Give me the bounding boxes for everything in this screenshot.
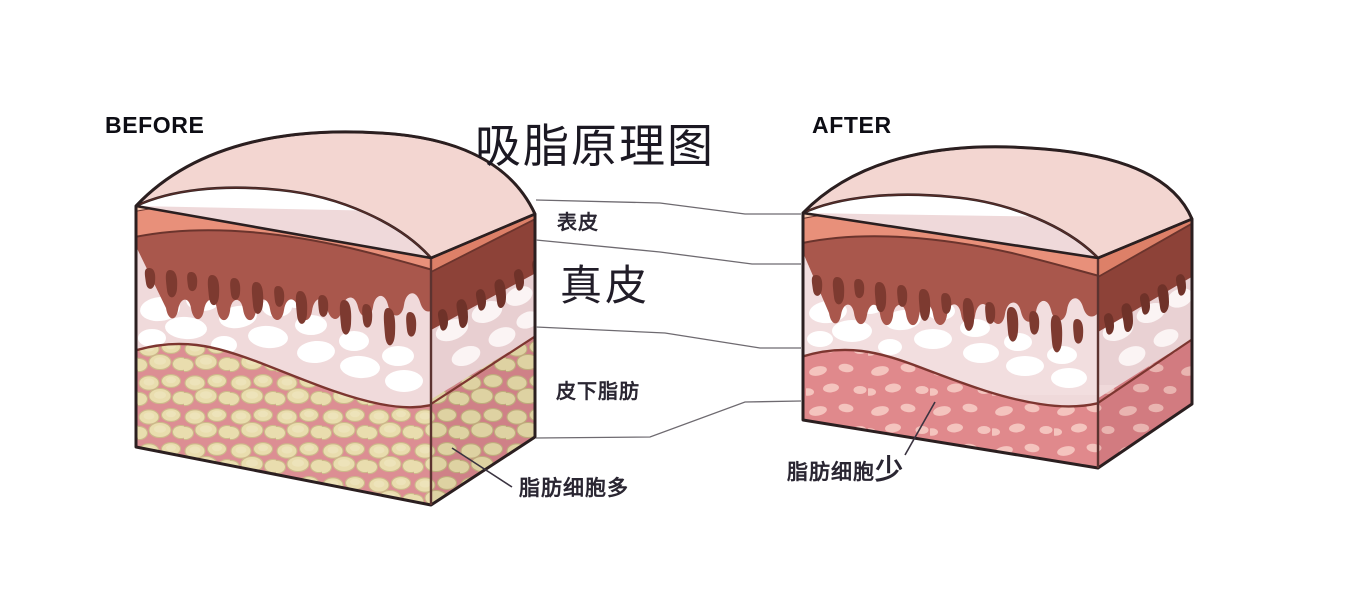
- label-dermis: 真皮: [560, 261, 651, 310]
- diagram-title: 吸脂原理图: [475, 119, 715, 173]
- before-block-outline: [134, 130, 537, 507]
- dermis-papillae: [144, 268, 417, 346]
- before-surface-edge: [135, 204, 536, 260]
- label-fat-cells-many: 脂肪细胞多: [519, 476, 629, 500]
- after-fat-layer-side: [1098, 333, 1192, 468]
- before-tissue-block: [134, 130, 537, 507]
- leader-epidermis: [535, 199, 801, 215]
- label-fat-cells-few-prefix: 脂肪细胞: [787, 460, 875, 484]
- leader-dermis: [535, 239, 801, 265]
- after-block-outline: [801, 145, 1194, 470]
- leader-subfat-top: [535, 326, 801, 349]
- label-fat-cells-few: 脂肪细胞少: [787, 448, 904, 488]
- after-label: AFTER: [812, 112, 892, 138]
- leader-subfat-bottom: [535, 400, 802, 439]
- after-surface-edge: [802, 211, 1193, 260]
- leader-fat-many-pointer: [451, 447, 513, 488]
- label-epidermis: 表皮: [557, 210, 599, 234]
- after-dermis-papillae: [811, 275, 1084, 353]
- before-fat-layer-side: [431, 329, 535, 505]
- label-fat-cells-few-suffix: 少: [875, 453, 905, 486]
- label-subcutaneous-fat: 皮下脂肪: [556, 379, 640, 403]
- after-tissue-block: [801, 145, 1194, 470]
- before-label: BEFORE: [105, 112, 205, 138]
- leader-lines: [451, 199, 936, 488]
- leader-fat-few-pointer: [904, 401, 936, 456]
- after-dermis-side: [1098, 219, 1192, 335]
